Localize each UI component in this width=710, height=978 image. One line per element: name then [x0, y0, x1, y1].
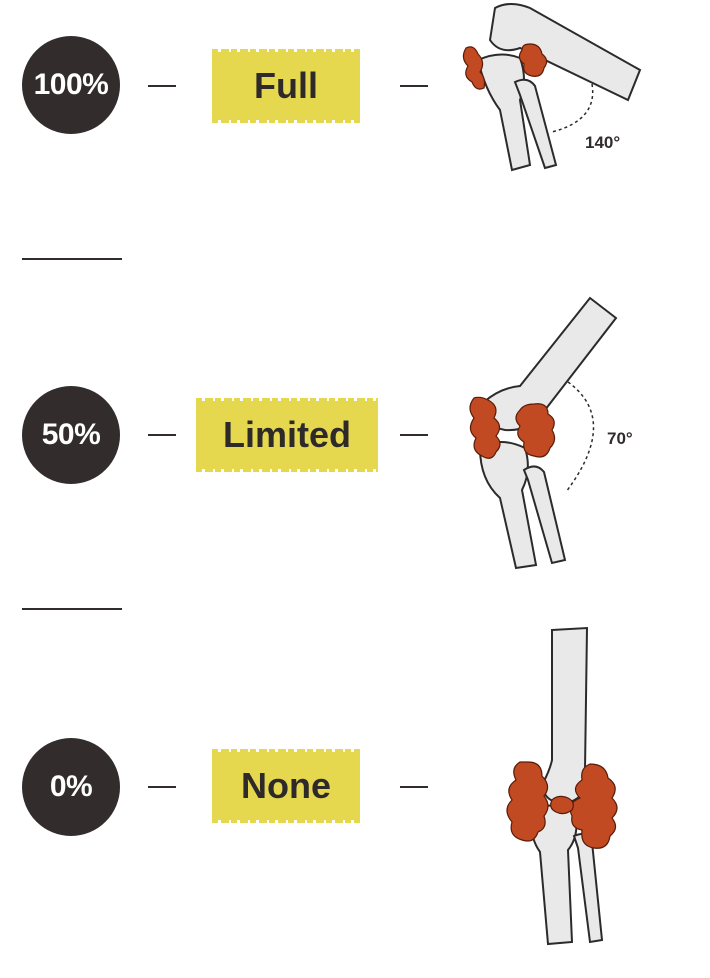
- mobility-label: Limited: [196, 398, 378, 472]
- knee-joint-full-icon: 140°: [462, 3, 642, 172]
- mobility-label: None: [212, 749, 360, 823]
- percent-badge: 100%: [22, 36, 120, 134]
- mobility-row-none: 0% None: [0, 700, 710, 870]
- connector-dash: [148, 786, 176, 788]
- percent-badge: 0%: [22, 738, 120, 836]
- connector-dash: [148, 85, 176, 87]
- connector-dash: [148, 434, 176, 436]
- connector-dash: [400, 434, 428, 436]
- section-divider: [22, 608, 122, 610]
- section-divider: [22, 258, 122, 260]
- mobility-row-full: 100% Full 140°: [0, 0, 710, 172]
- connector-dash: [400, 85, 428, 87]
- knee-joint-limited-icon: 70°: [469, 296, 633, 570]
- knee-joint-none-icon: [506, 626, 618, 946]
- mobility-label: Full: [212, 49, 360, 123]
- percent-badge: 50%: [22, 386, 120, 484]
- connector-dash: [400, 786, 428, 788]
- angle-label: 140°: [585, 133, 620, 152]
- mobility-row-limited: 50% Limited: [0, 350, 710, 520]
- angle-label: 70°: [607, 429, 633, 448]
